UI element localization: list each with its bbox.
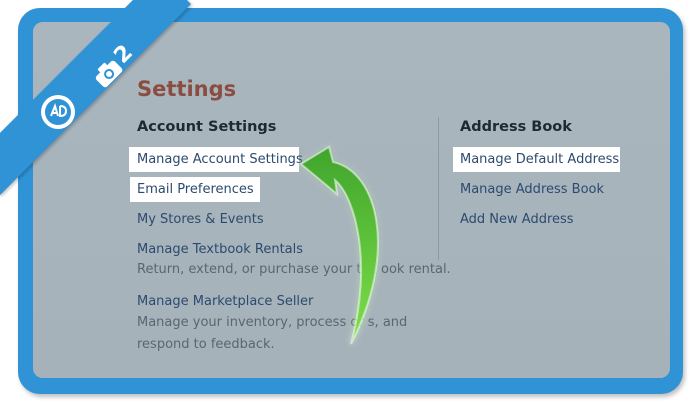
link-manage-default-address[interactable]: Manage Default Address <box>460 152 620 167</box>
link-manage-textbook-rentals[interactable]: Manage Textbook Rentals <box>137 242 304 257</box>
link-my-stores-events[interactable]: My Stores & Events <box>137 212 264 227</box>
column-divider <box>438 117 439 260</box>
marketplace-description-line1: Manage your inventory, process or s, and <box>137 315 408 330</box>
marketplace-description-line2: respond to feedback. <box>137 337 275 352</box>
page-title: Settings <box>137 77 237 101</box>
highlight-manage-default-address <box>453 147 620 172</box>
account-settings-heading: Account Settings <box>137 119 277 135</box>
highlight-email-preferences <box>130 177 260 202</box>
link-add-new-address[interactable]: Add New Address <box>460 212 574 227</box>
highlight-manage-account <box>129 147 299 172</box>
link-manage-address-book[interactable]: Manage Address Book <box>460 182 605 197</box>
ad-badge-icon <box>41 95 75 129</box>
camera-icon <box>95 60 123 88</box>
address-book-heading: Address Book <box>460 119 572 135</box>
curved-arrow-icon <box>299 145 379 345</box>
link-manage-marketplace-seller[interactable]: Manage Marketplace Seller <box>137 294 314 309</box>
link-manage-account-settings[interactable]: Manage Account Settings <box>137 152 303 167</box>
link-email-preferences[interactable]: Email Preferences <box>137 182 254 197</box>
settings-panel: Settings Account Settings Manage Account… <box>33 22 670 378</box>
